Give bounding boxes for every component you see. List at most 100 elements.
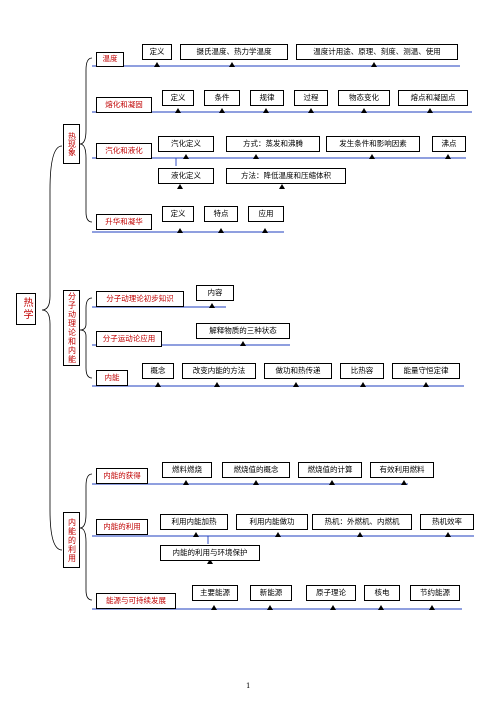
topic-label: 熔化和凝固 <box>105 99 143 109</box>
item-label: 定义 <box>170 208 186 218</box>
item-box: 过程 <box>294 90 328 106</box>
topic-energy-utilization: 内能的利用 <box>96 519 148 535</box>
topic-sustainable-energy: 能源与可持续发展 <box>96 593 176 609</box>
item-box: 节约能源 <box>410 585 460 601</box>
item-box: 熔点和凝固点 <box>398 90 468 106</box>
item-label: 有效利用燃料 <box>379 464 425 474</box>
item-box: 燃料燃烧 <box>162 462 212 478</box>
item-box: 条件 <box>204 90 240 106</box>
item-label: 定义 <box>170 92 186 102</box>
topic-temperature: 温度 <box>96 52 124 67</box>
item-box: 解释物质的三种状态 <box>196 323 290 339</box>
topic-label: 汽化和液化 <box>105 145 143 155</box>
section-label: 内能的利用 <box>67 517 77 563</box>
item-label: 燃烧值的概念 <box>233 464 279 474</box>
topic-molecular-application: 分子运动论应用 <box>96 331 162 347</box>
page-number-text: 1 <box>246 682 251 690</box>
item-label: 内能的利用与环境保护 <box>172 547 248 557</box>
topic-melting: 分子动理论和内能熔化和凝固 <box>96 97 152 113</box>
item-label: 新能源 <box>259 587 283 597</box>
item-label: 定义 <box>149 46 165 56</box>
item-box: 定义 <box>162 90 194 106</box>
section-heat-phenomena: 热现象 <box>63 124 80 164</box>
item-label: 规律 <box>259 92 275 102</box>
item-label: 燃料燃烧 <box>172 464 202 474</box>
item-box: 发生条件和影响因素 <box>326 136 420 152</box>
item-box: 温度计用途、原理、刻度、测温、使用 <box>296 44 458 60</box>
item-label: 条件 <box>214 92 230 102</box>
item-label: 做功和热传递 <box>275 365 321 375</box>
item-label: 能量守恒定律 <box>403 365 449 375</box>
item-box: 内容 <box>196 285 234 301</box>
item-label: 应用 <box>258 208 274 218</box>
item-box: 摄氏温度、热力学温度 <box>180 44 288 60</box>
topic-vaporization: 汽化和液化 <box>96 143 152 159</box>
item-box: 沸点 <box>432 136 466 152</box>
item-box: 方法：降低温度和压缩体积 <box>226 168 346 184</box>
item-box: 液化定义 <box>158 168 214 184</box>
item-box: 做功和热传递 <box>264 363 332 379</box>
item-box: 应用 <box>248 206 284 222</box>
item-label: 方式：蒸发和沸腾 <box>243 138 303 148</box>
item-box: 新能源 <box>250 585 292 601</box>
item-label: 发生条件和影响因素 <box>339 138 407 148</box>
item-label: 核电 <box>374 587 390 597</box>
item-box: 利用内能加热 <box>160 514 228 530</box>
item-label: 特点 <box>213 208 229 218</box>
item-label: 汽化定义 <box>171 138 201 148</box>
section-molecular-theory: 分子动理论和内能 <box>63 290 80 366</box>
item-box: 燃烧值的概念 <box>222 462 290 478</box>
topic-label: 内能的利用 <box>103 521 141 531</box>
item-box: 热机：外燃机、内燃机 <box>312 514 412 530</box>
item-label: 节约能源 <box>420 587 450 597</box>
root-label: 热学 <box>21 297 32 321</box>
item-label: 解释物质的三种状态 <box>209 325 277 335</box>
topic-label: 分子动理论初步知识 <box>106 293 174 303</box>
item-box: 热机效率 <box>420 514 474 530</box>
item-label: 方法：降低温度和压缩体积 <box>241 170 331 180</box>
item-label: 比热容 <box>350 365 374 375</box>
item-label: 原子理论 <box>316 587 346 597</box>
topic-label: 温度 <box>102 54 118 64</box>
item-box: 核电 <box>364 585 400 601</box>
item-box: 规律 <box>250 90 284 106</box>
item-label: 内容 <box>207 287 223 297</box>
item-label: 摄氏温度、热力学温度 <box>196 46 272 56</box>
topic-label: 分子运动论应用 <box>102 333 156 343</box>
item-box: 利用内能做功 <box>236 514 308 530</box>
topic-label: 能源与可持续发展 <box>106 595 166 605</box>
section-energy-use: 内能的利用 <box>63 512 80 568</box>
item-label: 燃烧值的计算 <box>307 464 353 474</box>
page-number: 1 <box>246 682 250 690</box>
item-label: 利用内能做功 <box>249 516 295 526</box>
item-box: 特点 <box>204 206 238 222</box>
item-label: 液化定义 <box>171 170 201 180</box>
item-label: 过程 <box>303 92 319 102</box>
item-box: 定义 <box>162 206 194 222</box>
item-label: 物态变化 <box>349 92 379 102</box>
item-label: 沸点 <box>441 138 457 148</box>
item-label: 热机：外燃机、内燃机 <box>324 516 400 526</box>
section-label: 热现象 <box>67 132 77 156</box>
item-box: 改变内能的方法 <box>182 363 256 379</box>
item-box: 比热容 <box>340 363 384 379</box>
item-box: 燃烧值的计算 <box>298 462 362 478</box>
item-label: 熔点和凝固点 <box>410 92 456 102</box>
topic-sublimation: 升华和凝华 <box>96 214 152 230</box>
item-box: 原子理论 <box>306 585 356 601</box>
item-box: 能量守恒定律 <box>392 363 460 379</box>
item-box: 汽化定义 <box>158 136 214 152</box>
item-box: 有效利用燃料 <box>370 462 434 478</box>
item-box: 物态变化 <box>338 90 390 106</box>
topic-label: 内能 <box>104 372 120 382</box>
item-label: 概念 <box>150 365 166 375</box>
item-box: 主要能源 <box>192 585 238 601</box>
topic-energy-acquisition: 内能的获得 <box>96 468 148 484</box>
topic-internal-energy: 内能 <box>96 370 128 386</box>
item-box: 内能的利用与环境保护 <box>160 545 260 561</box>
item-label: 利用内能加热 <box>171 516 217 526</box>
item-label: 热机效率 <box>432 516 462 526</box>
topic-label: 内能的获得 <box>103 470 141 480</box>
item-box: 方式：蒸发和沸腾 <box>226 136 320 152</box>
item-box: 概念 <box>142 363 174 379</box>
